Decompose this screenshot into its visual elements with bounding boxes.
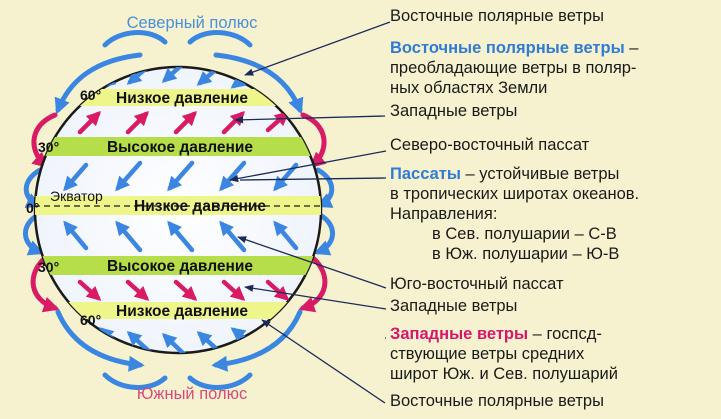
leader-trade-def (239, 177, 387, 181)
band-label-low-south: Низкое давление (116, 303, 248, 320)
band-label-low-equator: Низкое давление (134, 198, 266, 215)
trade-def-line2: в тропических широтах океанов. (390, 185, 640, 203)
arrow-west-s (125, 279, 150, 301)
arrow-west-n (173, 110, 198, 135)
equator-label: Экватор (50, 188, 103, 204)
arrow-ne-trade (115, 160, 143, 192)
leader-westerlies-south (244, 284, 387, 310)
arrow-west-n (125, 110, 150, 135)
cell-bottom-loop-left (102, 372, 168, 390)
arrow-ne-trade (167, 160, 195, 192)
north-pole-label: Северный полюс (127, 14, 258, 32)
trade-def-line1: Пассаты – устойчивые ветры (390, 164, 639, 184)
wind-arrows (63, 67, 299, 353)
polar-def-dash: – (624, 39, 639, 57)
arrow-west-s (77, 279, 102, 301)
band-labels: Низкое давление Высокое давление Низкое … (107, 90, 266, 320)
band-low-north (35, 89, 321, 106)
cell-top-loop-left (102, 30, 168, 48)
trade-def-rest: – устойчивые ветры (460, 165, 620, 183)
west-def-line2: ствующие ветры средних (390, 345, 585, 363)
arrow-west-n (265, 111, 290, 133)
band-high-south (35, 256, 321, 275)
cell-ferrel-south-left (30, 255, 60, 313)
label-ne-trade: Северо-восточный пассат (390, 136, 590, 154)
cell-bottom-loop-right (187, 372, 253, 390)
cell-hadley-north-right (315, 167, 335, 208)
polar-def-line2: преобладающие ветры в поляр- (390, 59, 637, 77)
west-def-line3: широт Юж. и Сев. полушарий (390, 365, 618, 383)
arrow-west-s (221, 279, 246, 301)
cell-polar-south-right (211, 309, 303, 372)
leader-polar-north (244, 21, 391, 76)
cell-ferrel-north-left (31, 112, 58, 169)
arrow-west-s (173, 279, 198, 301)
arrow-west-n (77, 110, 102, 135)
arrow-west-s (265, 279, 290, 301)
label-westerlies-south: Западные ветры (390, 297, 518, 315)
band-label-low-north: Низкое давление (116, 90, 248, 107)
south-pole-label: Южный полюс (137, 385, 247, 403)
band-label-high-north: Высокое давление (107, 139, 253, 156)
trade-def-term: Пассаты (390, 165, 461, 183)
band-label-high-south: Высокое давление (107, 258, 253, 275)
lat-60-north: 60° (80, 87, 101, 103)
circulation-cells (23, 30, 335, 390)
west-def-rest: – госпсд- (528, 325, 602, 343)
label-se-trade: Юго-восточный пассат (390, 275, 564, 293)
cell-ferrel-south-right (298, 255, 328, 313)
west-def-line1: Западные ветры – госпсд- (390, 324, 618, 344)
latitude-labels: 60° 30° 0° 30° 60° (26, 87, 101, 328)
polar-def-line3: ных областях Земли (390, 79, 548, 97)
arrow-polar-s (161, 333, 188, 353)
trade-def-line4: в Сев. полушарии – С-В (432, 225, 617, 243)
arrow-se-trade (63, 220, 89, 251)
lat-60-south: 60° (80, 312, 101, 328)
cell-polar-north-right (213, 52, 304, 115)
cell-polar-south-left (55, 309, 145, 372)
trade-definition: Пассаты – устойчивые ветры в тропических… (390, 164, 639, 264)
leader-ne-trade (229, 150, 387, 183)
arrow-ne-trade (63, 162, 89, 192)
leader-lines (229, 21, 391, 404)
label-westerlies-north: Западные ветры (390, 102, 518, 120)
polar-def-term: Восточные полярные ветры (390, 39, 625, 57)
polar-definition: Восточные полярные ветры – преобладающие… (390, 38, 638, 98)
leader-polar-south (261, 319, 386, 404)
pressure-bands (35, 89, 321, 319)
lat-0: 0° (26, 200, 39, 216)
cell-hadley-south-right (313, 212, 335, 256)
arrow-se-trade (273, 220, 299, 251)
arrow-se-trade (219, 220, 247, 253)
band-low-south (35, 302, 321, 319)
lat-30-south: 30° (38, 259, 59, 275)
arrow-se-trade (115, 220, 143, 253)
leader-se-trade (237, 236, 387, 289)
lat-30-north: 30° (38, 139, 59, 155)
arrow-se-trade (167, 220, 195, 253)
arrow-polar-s (126, 331, 153, 353)
west-def-term: Западные ветры (390, 325, 529, 343)
leader-westerlies-north (234, 115, 386, 124)
trade-def-line3: Направления: (390, 205, 498, 223)
polar-def-line1: Восточные полярные ветры – (390, 38, 638, 58)
west-definition: Западные ветры – госпсд- ствующие ветры … (390, 324, 618, 384)
label-polar-easterlies-top: Восточные полярные ветры (390, 7, 604, 25)
cell-polar-north-left (54, 52, 143, 115)
trade-def-line5: в Юж. полушарии – Ю-В (432, 245, 620, 263)
cell-top-loop-right (187, 30, 253, 48)
label-polar-easterlies-bottom: Восточные полярные ветры (390, 392, 604, 410)
arrow-polar-n (161, 67, 188, 83)
band-high-north (35, 137, 321, 156)
